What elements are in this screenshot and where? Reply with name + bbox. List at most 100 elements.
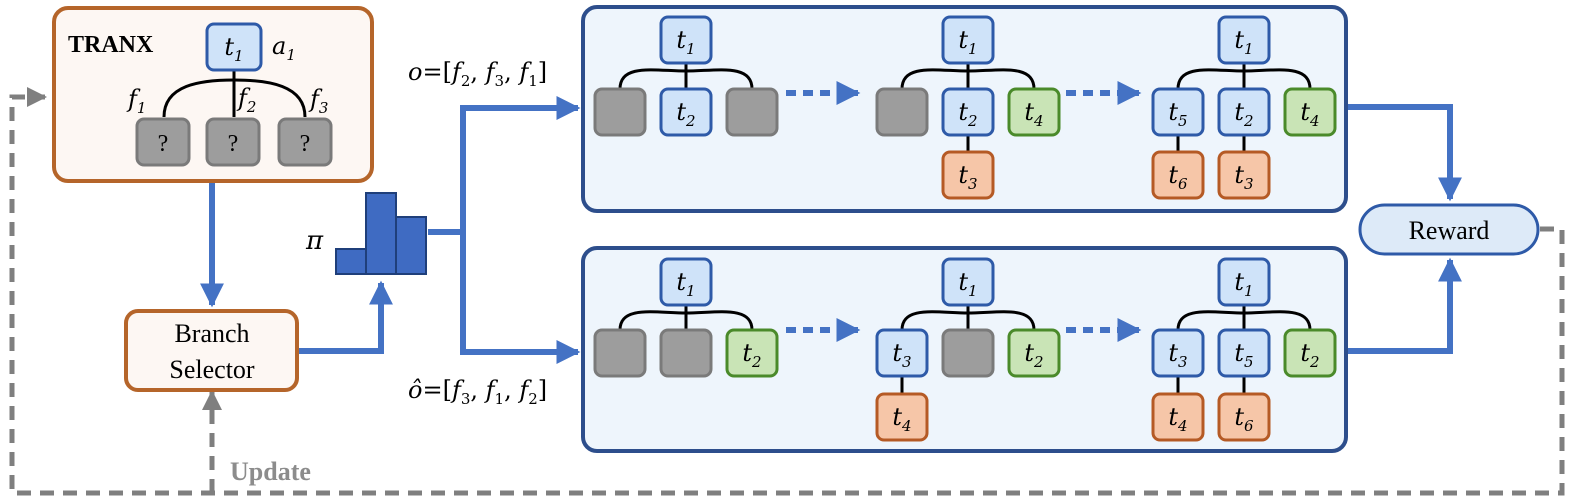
policy-fork-arrows (428, 96, 581, 364)
top-stage-1-child-3-box (725, 87, 779, 137)
unknown-node-2 (205, 117, 261, 167)
bottom-stage-1-child-2-box (659, 328, 713, 378)
bottom-stage-2-connectors (900, 305, 1036, 331)
bottom-stage-3-leaf-2: t6 (1217, 392, 1271, 442)
bottom-stage-3-leaf-1-label: t4 (1168, 403, 1187, 435)
bottom-stage-3-leaf-1: t4 (1151, 392, 1205, 442)
top-stage-3-child-2: t2 (1217, 87, 1271, 137)
bottom-stage-3: t1 t3 t5 t2 t4 t6 (1151, 257, 1337, 442)
bottom-stage-2-leaf-1-box (875, 392, 929, 442)
top-stage-2: t1 t2 t4 t3 (875, 15, 1061, 200)
policy-histogram (335, 192, 427, 275)
top-stage-1-connectors (618, 63, 754, 90)
bottom-stage-1-child-3-box (725, 328, 779, 378)
top-stage-2-child-3-label: t4 (1024, 98, 1043, 130)
bottom-stage-3-child-3: t2 (1283, 328, 1337, 378)
order-o-hat-label: ô=[f3, f1, f2] (408, 376, 547, 408)
top-stage-2-child-2: t2 (941, 87, 995, 137)
bottom-stage-3-leaf-2-box (1217, 392, 1271, 442)
unknown-node-3 (277, 117, 333, 167)
bottom-stage-1-connectors (618, 305, 754, 331)
reward-arrows (1348, 104, 1462, 354)
bottom-stage-2-child-1: t3 (875, 328, 929, 378)
top-stage-3-leaf-2-label: t3 (1234, 161, 1253, 193)
unknown-node-3-label: ? (300, 131, 311, 157)
bottom-stage-1-child-1-box (593, 328, 647, 378)
top-stage-2-leaf-1: t3 (941, 150, 995, 200)
branch-selector-frame (124, 309, 299, 392)
top-stage-3-child-1: t5 (1151, 87, 1205, 137)
top-stage-2-root-label: t1 (958, 26, 977, 58)
reward-label: Reward (1409, 216, 1490, 245)
policy-symbol: π (305, 226, 324, 256)
bottom-stage-1-child-2 (659, 328, 713, 378)
bottom-stage-2-root: t1 (941, 257, 995, 307)
top-stage-3-child-3-label: t4 (1300, 98, 1319, 130)
top-stage-1-child-1 (593, 87, 647, 137)
top-stage-3-root-label: t1 (1234, 26, 1253, 58)
bottom-stage-3-child-1-label: t3 (1168, 339, 1187, 371)
tranx-connectors (162, 70, 307, 118)
top-stage-2-child-1-box (875, 87, 929, 137)
bottom-panel-to-reward (1348, 257, 1462, 354)
top-stage-3-child-1-box (1151, 87, 1205, 137)
bottom-stage-2-child-3-label: t2 (1024, 339, 1043, 371)
top-stage-1-child-1-box (593, 87, 647, 137)
bottom-stage-2-leaf-1: t4 (875, 392, 929, 442)
top-stage-3-connectors (1176, 63, 1312, 90)
top-stage-3: t1 t5 t2 t4 t6 t3 (1151, 15, 1337, 200)
branch-selector: Branch Selector (124, 309, 299, 392)
bottom-stage-1-root-box (659, 257, 713, 307)
bottom-stage-1-child-3: t2 (725, 328, 779, 378)
top-stage-2-leaf-1-box (941, 150, 995, 200)
top-stage-3-child-2-box (1217, 87, 1271, 137)
top-stage-2-root: t1 (941, 15, 995, 65)
bottom-stage-2-child-3-box (1007, 328, 1061, 378)
bottom-stage-2-root-box (941, 257, 995, 307)
top-stage-1-child-2-label: t2 (676, 98, 695, 130)
selector-to-policy-arrow (299, 280, 393, 354)
unknown-node-1-label: ? (158, 131, 169, 157)
update-label: Update (230, 457, 311, 486)
bottom-stage-3-root-box (1217, 257, 1271, 307)
bottom-stage-3-leaf-1-box (1151, 392, 1205, 442)
top-stage-2-child-2-box (941, 87, 995, 137)
top-stage-2-leaf-1-label: t3 (958, 161, 977, 193)
top-stage-1-child-3 (725, 87, 779, 137)
top-stage-3-child-3-box (1283, 87, 1337, 137)
bottom-stage-2-child-1-label: t3 (892, 339, 911, 371)
update-loop-outer (9, 87, 1565, 496)
top-stage-3-child-1-label: t5 (1168, 98, 1187, 130)
bottom-stage-3-child-1-box (1151, 328, 1205, 378)
bottom-stage-3-root: t1 (1217, 257, 1271, 307)
policy-bar-2 (365, 192, 397, 275)
top-stage-3-leaf-2: t3 (1217, 150, 1271, 200)
bottom-stage-3-root-label: t1 (1234, 268, 1253, 300)
bottom-stage-2-child-3: t2 (1007, 328, 1061, 378)
top-stage-3-leaf-1-box (1151, 150, 1205, 200)
tranx-root-node (205, 22, 263, 72)
bottom-stage-3-child-2-label: t5 (1234, 339, 1253, 371)
policy-bar-3 (395, 216, 427, 275)
order-o-label: o=[f2, f3, f1] (408, 58, 547, 90)
progression-arrows (786, 81, 1142, 342)
bottom-stage-1-root: t1 (659, 257, 713, 307)
fork-to-bottom-panel (460, 232, 581, 364)
bottom-stage-2: t1 t3 t2 t4 (875, 257, 1061, 442)
top-stage-2-root-box (941, 15, 995, 65)
tranx-title: TRANX (68, 32, 154, 58)
bottom-stage-2-child-2-box (941, 328, 995, 378)
fork-to-top-panel (460, 96, 581, 232)
top-stage-3-child-2-label: t2 (1234, 98, 1253, 130)
update-loop (9, 87, 1565, 496)
top-stage-3-leaf-2-box (1217, 150, 1271, 200)
bottom-stage-3-connectors (1176, 305, 1312, 331)
reward-node: Reward (1358, 203, 1540, 256)
bottom-stage-2-root-label: t1 (958, 268, 977, 300)
top-stage-2-child-1 (875, 87, 929, 137)
top-stage-3-leaf-1-label: t6 (1168, 161, 1188, 193)
